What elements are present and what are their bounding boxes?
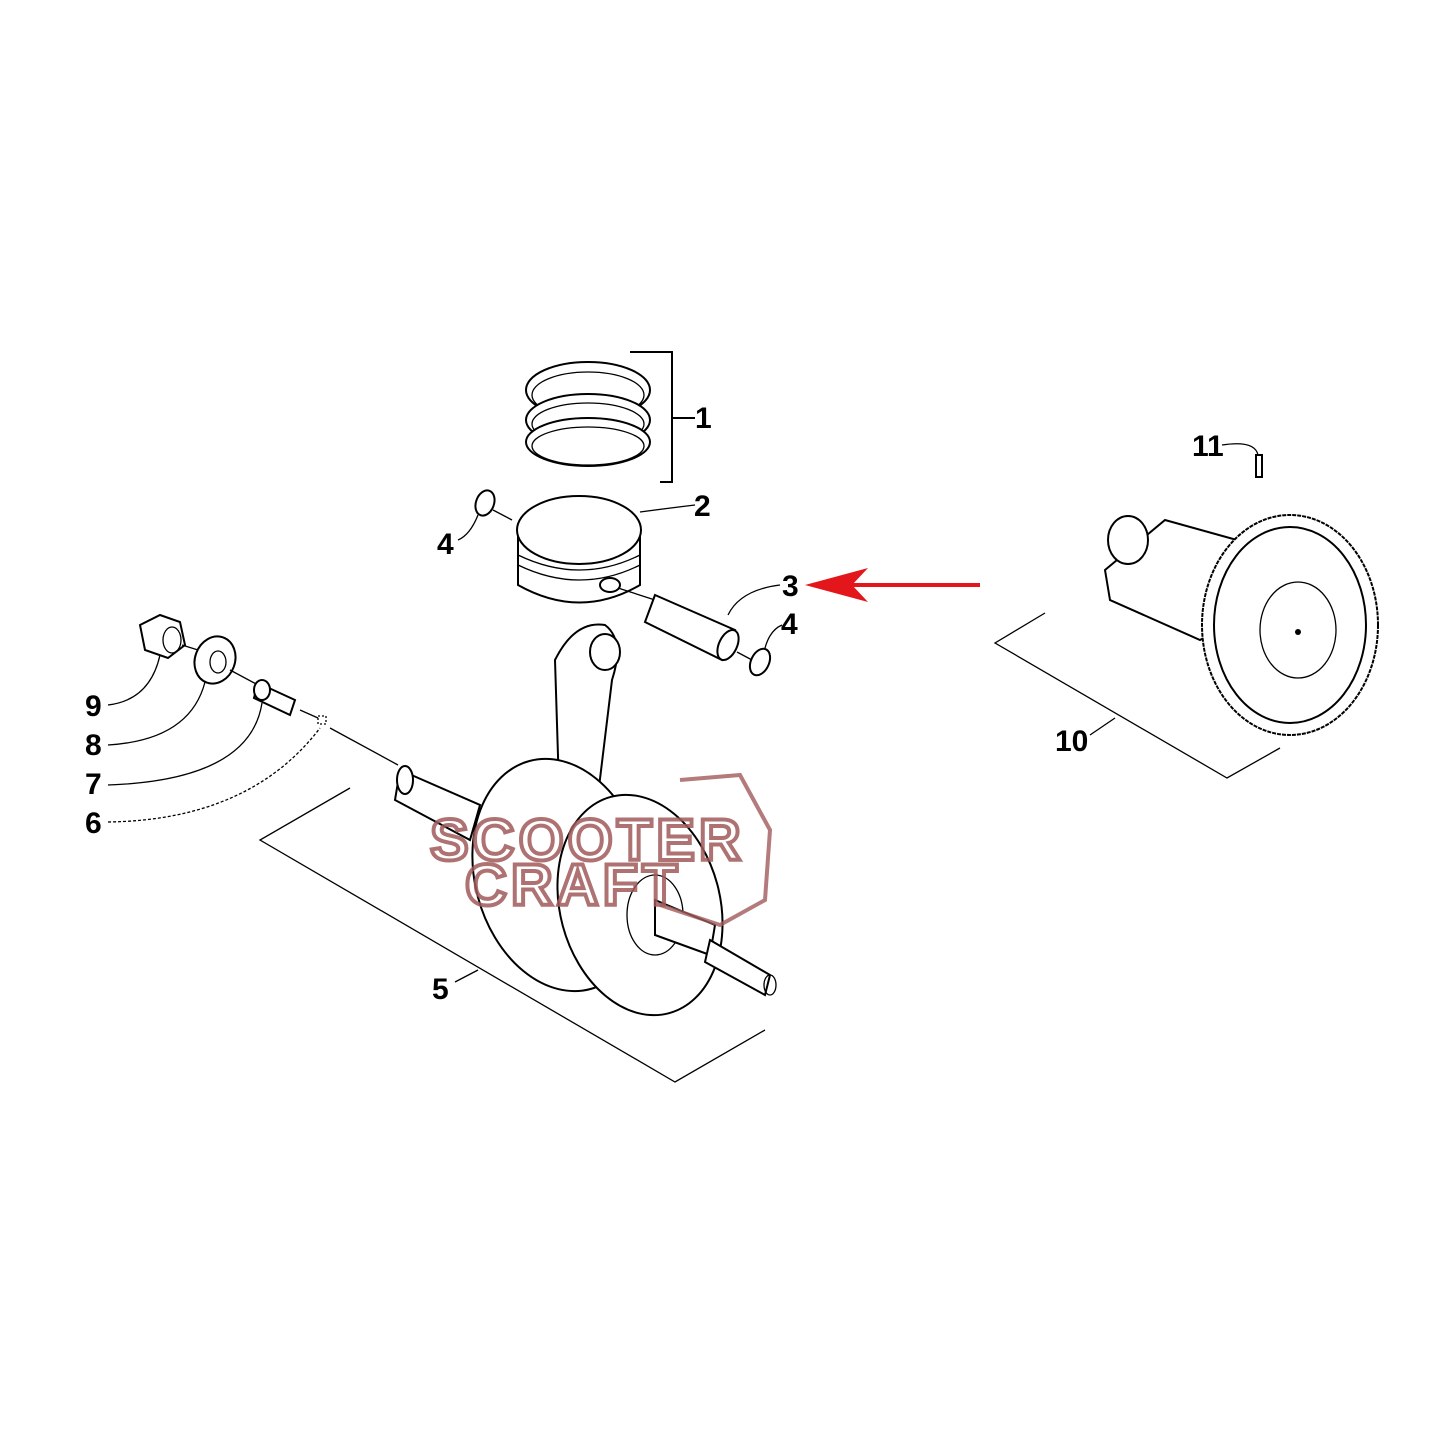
- callout-4-right: 4: [781, 608, 798, 641]
- callout-6: 6: [85, 807, 102, 840]
- svg-text:CRAFT: CRAFT: [465, 853, 682, 918]
- piston-rings: [525, 351, 695, 483]
- balancer-shaft: [993, 443, 1379, 779]
- callout-11: 11: [1192, 430, 1224, 463]
- small-hardware: [107, 613, 399, 823]
- callout-1: 1: [695, 402, 712, 435]
- callout-7: 7: [85, 768, 102, 801]
- watermark-logo: SCOOTER CRAFT: [428, 772, 773, 928]
- highlight-arrow-icon: [805, 568, 980, 602]
- callout-4-left: 4: [437, 528, 454, 561]
- piston-pin: [617, 584, 781, 662]
- crankshaft-bracket: [258, 787, 766, 1083]
- circlip-left: [457, 489, 513, 541]
- piston: [516, 495, 696, 604]
- callout-2: 2: [694, 490, 711, 523]
- callout-8: 8: [85, 729, 102, 762]
- circlip-right: [748, 624, 783, 677]
- callout-3: 3: [782, 570, 799, 603]
- callout-5: 5: [432, 973, 449, 1006]
- crankshaft: [393, 623, 777, 1017]
- callout-9: 9: [85, 690, 102, 723]
- svg-text:SCOOTER: SCOOTER: [430, 808, 745, 873]
- callout-10: 10: [1055, 725, 1088, 758]
